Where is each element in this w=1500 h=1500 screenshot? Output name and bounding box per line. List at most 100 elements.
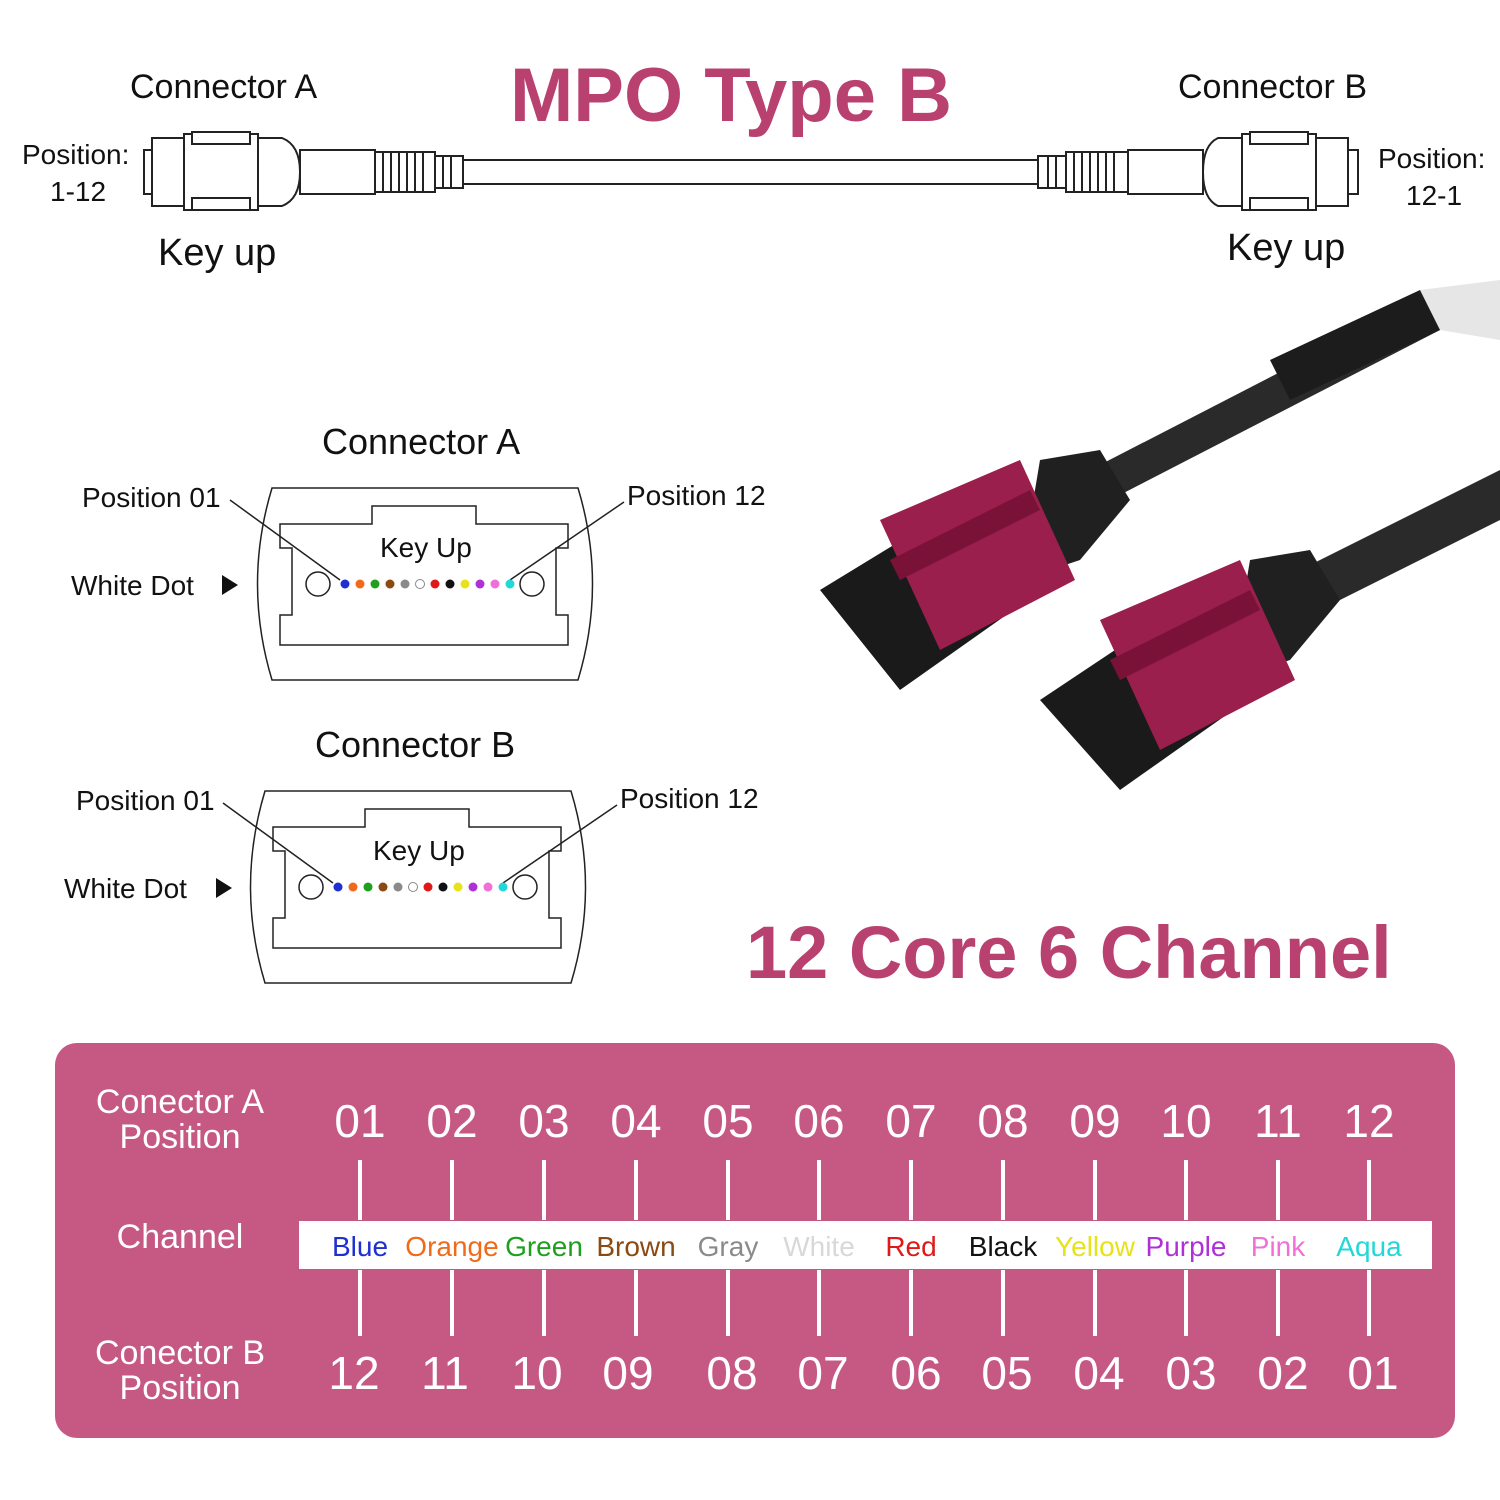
connector-line-upper	[358, 1160, 362, 1220]
a-position-03: 03	[518, 1095, 570, 1147]
top-connector-a-drawing	[143, 131, 464, 211]
channel-pink: Pink	[1250, 1231, 1306, 1262]
fiber-dot-4	[385, 579, 395, 589]
connector-line-lower	[358, 1270, 362, 1336]
b-position-11: 11	[421, 1347, 469, 1399]
channel-orange: Orange	[405, 1231, 499, 1262]
connector-line-lower	[634, 1270, 638, 1336]
channel-brown: Brown	[596, 1231, 676, 1262]
b-position-09: 09	[602, 1347, 654, 1399]
connector-line-upper	[1093, 1160, 1097, 1220]
connector-line-upper	[1001, 1160, 1005, 1220]
fiber-dot-4	[378, 882, 388, 892]
top-connector-b-label: Connector B	[1178, 68, 1367, 106]
fiber-dot-8	[445, 579, 455, 589]
connector-line-lower	[817, 1270, 821, 1336]
fiber-dot-6	[415, 579, 425, 589]
b-position-05: 05	[981, 1347, 1033, 1399]
connector-line-upper	[634, 1160, 638, 1220]
connector-line-lower	[1001, 1270, 1005, 1336]
channel-green: Green	[505, 1231, 583, 1262]
white-dot-arrow-b	[216, 878, 232, 898]
connector-line-lower	[909, 1270, 913, 1336]
channel-strip	[299, 1221, 1432, 1269]
connector-line-lower	[1184, 1270, 1188, 1336]
cable-line-drawing	[461, 159, 1041, 185]
channel-yellow: Yellow	[1055, 1231, 1135, 1262]
fiber-dot-5	[393, 882, 403, 892]
fiber-dot-12	[498, 882, 508, 892]
row-b-label: Conector B Position	[60, 1336, 300, 1406]
channel-label: Channel	[116, 1218, 244, 1256]
row-a-label: Conector A Position	[60, 1085, 300, 1155]
fiber-dot-2	[355, 579, 365, 589]
a-position-09: 09	[1069, 1095, 1121, 1147]
fiber-dot-8	[438, 882, 448, 892]
b-position-03: 03	[1165, 1347, 1217, 1399]
fiber-dot-3	[370, 579, 380, 589]
white-dot-arrow-a	[222, 575, 238, 595]
row-b-label-line1: Conector B	[94, 1334, 266, 1372]
face-a-position-12: Position 12	[627, 480, 766, 511]
connector-line-lower	[1276, 1270, 1280, 1336]
connector-line-upper	[1184, 1160, 1188, 1220]
fiber-dot-9	[453, 882, 463, 892]
connector-line-upper	[542, 1160, 546, 1220]
product-photo	[820, 280, 1500, 790]
key-up-a: Key up	[158, 232, 277, 274]
row-b-label-line2: Position	[119, 1369, 241, 1407]
b-position-06: 06	[890, 1347, 942, 1399]
a-position-12: 12	[1343, 1095, 1395, 1147]
fiber-dot-7	[423, 882, 433, 892]
b-position-08: 08	[706, 1347, 758, 1399]
b-position-01: 01	[1347, 1347, 1399, 1399]
fiber-dot-1	[340, 579, 350, 589]
b-position-10: 10	[511, 1347, 563, 1399]
connector-line-upper	[726, 1160, 730, 1220]
fiber-dots-b	[333, 882, 508, 892]
position-word-b: Position:	[1378, 143, 1486, 174]
b-position-04: 04	[1073, 1347, 1125, 1399]
a-position-11: 11	[1254, 1095, 1302, 1147]
fiber-dot-5	[400, 579, 410, 589]
channel-white: White	[783, 1231, 855, 1262]
fiber-dot-9	[460, 579, 470, 589]
a-position-10: 10	[1160, 1095, 1212, 1147]
b-position-12: 12	[328, 1347, 380, 1399]
page-title: MPO Type B	[510, 53, 952, 138]
row-a-label-line2: Position	[119, 1118, 241, 1156]
face-b-white-dot: White Dot	[64, 873, 187, 904]
fiber-dot-3	[363, 882, 373, 892]
fiber-dot-10	[475, 579, 485, 589]
face-b-title: Connector B	[315, 724, 516, 765]
position-range-b: 12-1	[1406, 180, 1463, 211]
fiber-dot-12	[505, 579, 515, 589]
fiber-dot-6	[408, 882, 418, 892]
a-position-08: 08	[977, 1095, 1029, 1147]
key-up-b: Key up	[1227, 227, 1346, 269]
fiber-dot-1	[333, 882, 343, 892]
face-b-position-01: Position 01	[76, 785, 215, 816]
a-position-04: 04	[610, 1095, 662, 1147]
face-b-key-up: Key Up	[373, 835, 465, 866]
channel-aqua: Aqua	[1336, 1231, 1402, 1262]
position-range-a: 1-12	[50, 176, 107, 207]
face-a-title: Connector A	[322, 421, 521, 462]
position-word-a: Position:	[22, 139, 130, 170]
connector-line-upper	[450, 1160, 454, 1220]
channel-red: Red	[885, 1231, 937, 1262]
fiber-dot-7	[430, 579, 440, 589]
connector-a-face	[229, 487, 625, 681]
face-a-white-dot: White Dot	[71, 570, 194, 601]
a-position-06: 06	[793, 1095, 845, 1147]
connector-b-face	[222, 790, 618, 984]
connector-line-upper	[1367, 1160, 1371, 1220]
fiber-dot-10	[468, 882, 478, 892]
channel-gray: Gray	[697, 1231, 759, 1262]
connector-line-lower	[726, 1270, 730, 1336]
fiber-dot-11	[483, 882, 493, 892]
a-position-07: 07	[885, 1095, 937, 1147]
connector-line-lower	[542, 1270, 546, 1336]
row-a-label-line1: Conector A	[95, 1083, 265, 1121]
